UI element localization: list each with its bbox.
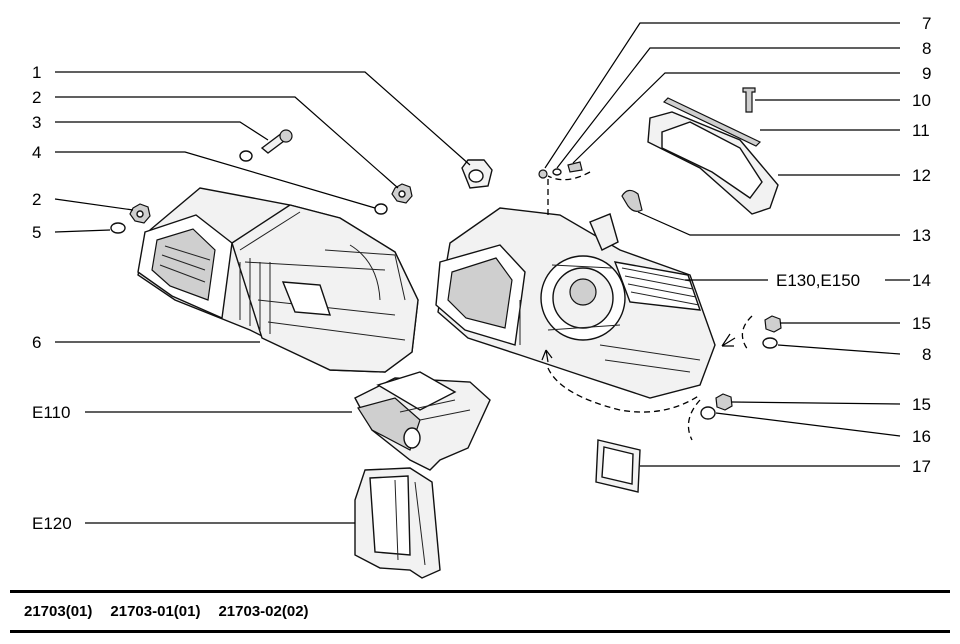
label-e120: E120	[32, 514, 72, 533]
footer-rule-top	[10, 590, 950, 593]
small-parts	[110, 87, 782, 493]
label-2-lower: 2	[32, 190, 41, 209]
blower-housing-right	[435, 207, 716, 399]
model-code: 21703-01(01)	[110, 603, 201, 620]
label-15-lower: 15	[912, 395, 931, 414]
label-4: 4	[32, 143, 41, 162]
label-2-upper: 2	[32, 88, 41, 107]
label-15-upper: 15	[912, 314, 931, 333]
label-7: 7	[922, 14, 931, 33]
label-16: 16	[912, 427, 931, 446]
footer-rule-bottom	[10, 630, 950, 633]
label-14-variant: E130,E150	[776, 271, 860, 290]
label-6: 6	[32, 333, 41, 352]
label-8-lower: 8	[922, 345, 931, 364]
duct-e110	[354, 371, 491, 471]
label-9: 9	[922, 64, 931, 83]
assembly-dashed-paths	[541, 171, 753, 441]
label-14: 14	[912, 271, 931, 290]
label-1: 1	[32, 63, 41, 82]
duct-e120	[354, 467, 441, 579]
heater-housing-left	[137, 187, 419, 373]
label-8-upper: 8	[922, 39, 931, 58]
callout-labels: 1 2 3 4 2 5 6 E110 E120 7 8 9 10 11 12 1…	[32, 14, 931, 533]
label-5: 5	[32, 223, 41, 242]
label-3: 3	[32, 113, 41, 132]
label-13: 13	[912, 226, 931, 245]
model-code: 21703-02(02)	[218, 603, 309, 620]
model-code: 21703(01)	[24, 603, 93, 620]
label-e110: E110	[32, 403, 70, 422]
leader-lines	[54, 22, 910, 524]
exploded-parts-diagram: 1 2 3 4 2 5 6 E110 E120 7 8 9 10 11 12 1…	[32, 14, 931, 579]
catalog-footer: 21703(01) 21703-01(01) 21703-02(02)	[0, 590, 960, 644]
label-11: 11	[912, 121, 930, 140]
model-codes: 21703(01) 21703-01(01) 21703-02(02)	[24, 603, 309, 620]
label-12: 12	[912, 166, 931, 185]
label-17: 17	[912, 457, 931, 476]
label-10: 10	[912, 91, 931, 110]
